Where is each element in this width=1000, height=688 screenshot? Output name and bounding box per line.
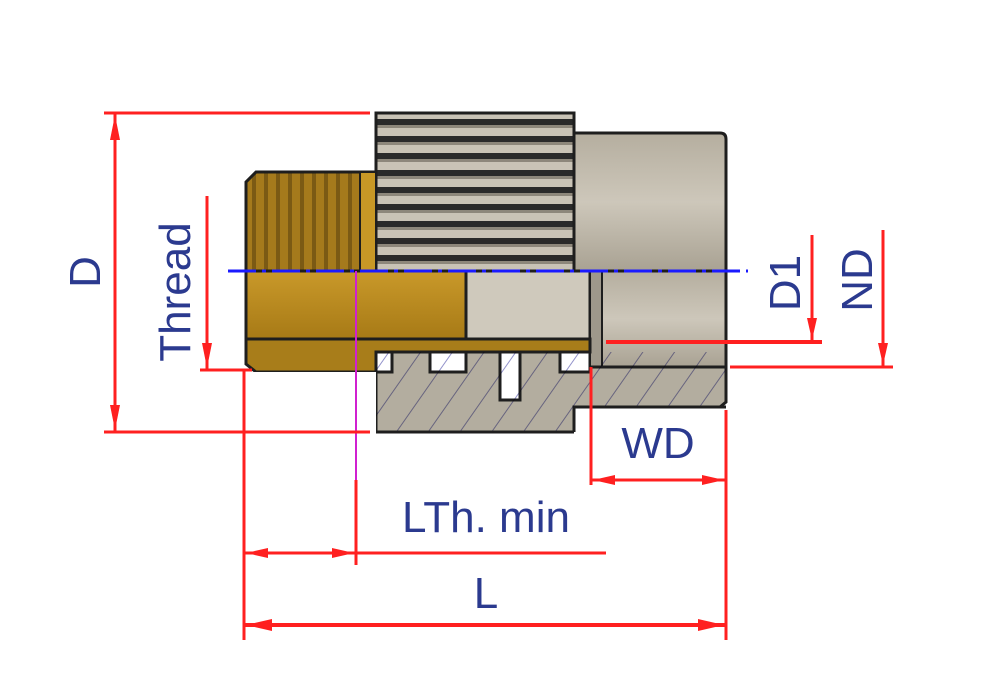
insert-bore <box>464 269 592 341</box>
label-nd: ND <box>833 248 882 312</box>
brass-thread-upper <box>244 170 378 273</box>
label-wd: WD <box>621 419 694 468</box>
label-l: L <box>474 569 498 618</box>
label-d1: D1 <box>761 255 810 311</box>
union-nut-upper <box>374 111 576 273</box>
fitting-body <box>244 111 734 442</box>
socket-upper <box>572 131 728 273</box>
socket-bore <box>588 269 728 369</box>
label-d: D <box>61 256 110 288</box>
dimension-lines <box>104 111 893 640</box>
label-lth-min: LTh. min <box>402 493 570 542</box>
label-thread: Thread <box>151 222 200 361</box>
